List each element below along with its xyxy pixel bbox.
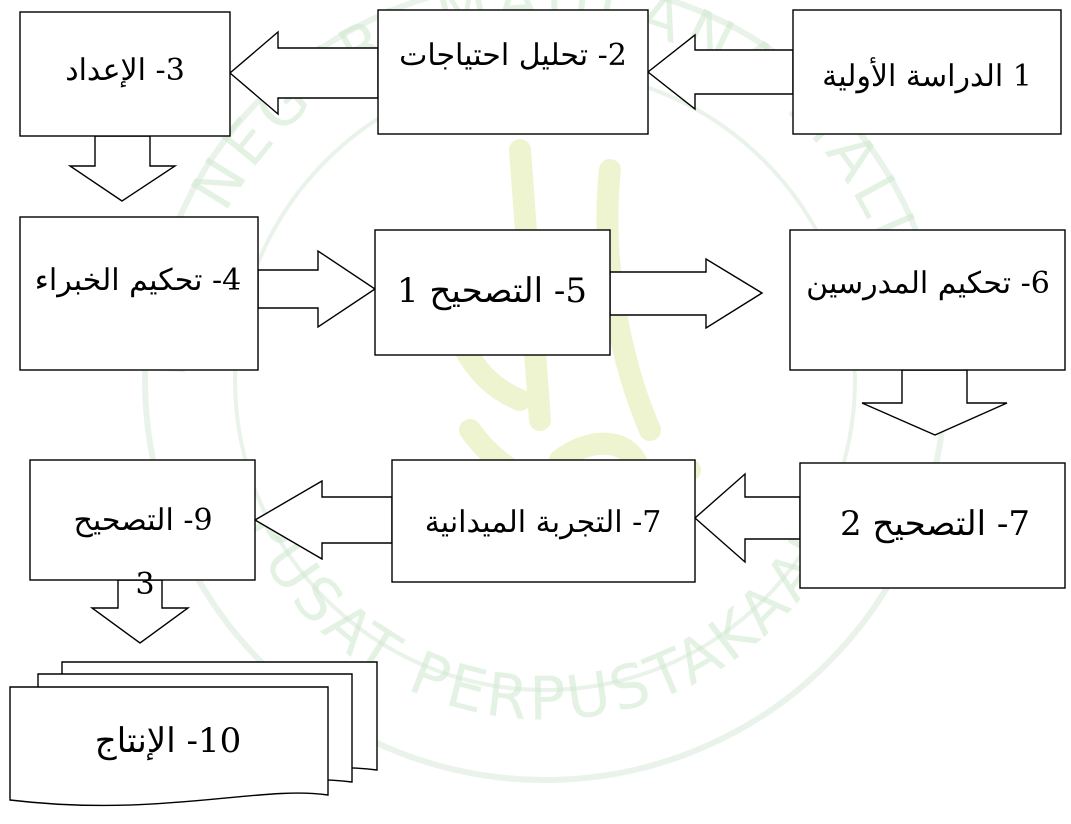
arrow-6-to-7a [861, 369, 1008, 436]
step-7a-label: 7- التصحيح 2 [840, 504, 1030, 544]
step-9-box [29, 459, 256, 581]
arrow-7a-to-7b [693, 472, 801, 564]
arrow-7b-to-9 [253, 479, 393, 561]
step-5-box [374, 229, 611, 356]
step-2-box [377, 9, 649, 135]
step-4-label: 4- تحكيم الخبراء [35, 263, 242, 298]
arrow-1-to-2 [646, 33, 794, 111]
arrow-2-to-3 [228, 30, 379, 116]
step-9-cut-digit: 3 [135, 567, 154, 602]
arrow-3-to-4 [67, 135, 178, 202]
step-7b-label: 7- التجربة الميدانية [425, 505, 662, 540]
arrow-5-to-6 [609, 257, 764, 330]
step-4-box [19, 216, 259, 371]
step-6-label: 6- تحكيم المدرسين [806, 266, 1050, 301]
step-10-document-stack [9, 661, 378, 807]
step-1-box [792, 9, 1062, 135]
arrow-4-to-5 [257, 249, 377, 329]
step-2-label: 2- تحليل احتياجات [399, 38, 627, 73]
step-9-label: 9- التصحيح [73, 503, 212, 538]
step-5-label: 5- التصحيح 1 [397, 271, 587, 311]
step-6-box [789, 229, 1066, 371]
step-3-box [19, 11, 231, 137]
step-7b-box [391, 459, 696, 583]
arrow-9-to-10 [89, 579, 191, 644]
step-10-label: 10- الإنتاج [95, 721, 241, 761]
step-3-label: 3- الإعداد [65, 53, 185, 88]
step-1-label: 1 الدراسة الأولية [822, 58, 1032, 94]
step-7a-box [799, 462, 1066, 589]
